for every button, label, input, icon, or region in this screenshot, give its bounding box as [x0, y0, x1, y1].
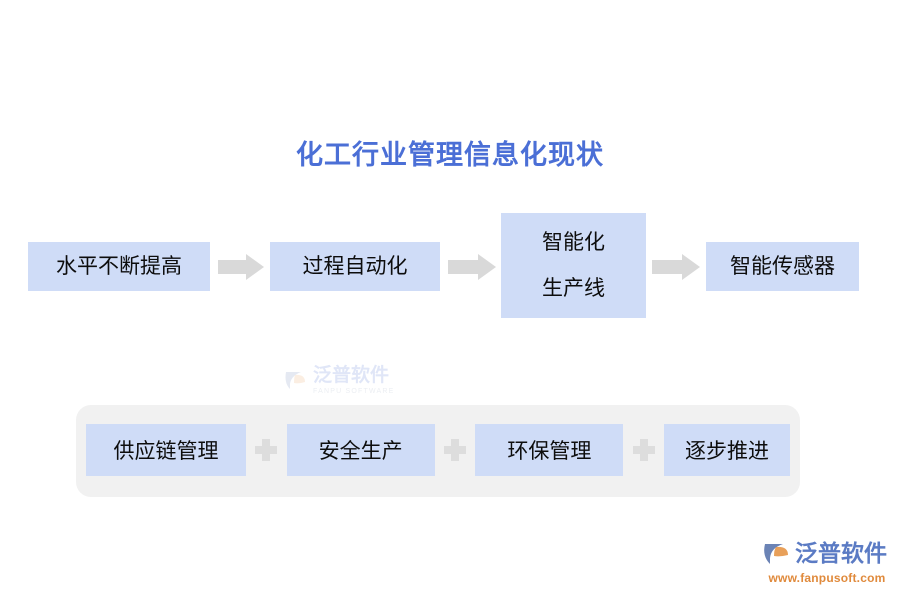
plus-separator-icon-3 — [623, 424, 664, 476]
tag-label-1: 安全生产 — [318, 440, 403, 463]
flow-step-4[interactable]: 智能传感器 — [706, 242, 859, 291]
tag-safety-production[interactable]: 安全生产 — [286, 424, 435, 476]
bottom-tag-row: 供应链管理 安全生产 环保管理 逐步推进 — [86, 424, 791, 476]
plus-separator-icon-1 — [246, 424, 287, 476]
flow-arrow-right-icon-3 — [652, 254, 700, 280]
flow-step-3[interactable]: 智能化 生产线 — [501, 213, 646, 318]
arrow-head — [246, 254, 264, 280]
tag-environmental-management[interactable]: 环保管理 — [475, 424, 624, 476]
arrow-shaft — [448, 260, 480, 274]
flow-step-3-label-line2: 生产线 — [542, 276, 605, 300]
plus-bar-vertical — [639, 439, 648, 461]
watermark: 泛普软件 FANPU SOFTWARE — [283, 362, 401, 398]
watermark-name-en: FANPU SOFTWARE — [313, 387, 395, 395]
flow-arrow-right-icon-2 — [448, 254, 496, 280]
tag-label-0: 供应链管理 — [113, 440, 219, 463]
arrow-shaft — [218, 260, 248, 274]
flow-step-1[interactable]: 水平不断提高 — [28, 242, 210, 291]
tag-label-3: 逐步推进 — [685, 440, 770, 463]
arrow-head — [478, 254, 496, 280]
flow-step-3-label-line1: 智能化 — [542, 231, 605, 255]
flow-arrow-right-icon-1 — [218, 254, 264, 280]
brand-logo: 泛普软件 www.fanpusoft.com — [762, 538, 892, 585]
brand-url: www.fanpusoft.com — [768, 571, 886, 585]
brand-name-cn: 泛普软件 — [795, 539, 887, 566]
arrow-shaft — [652, 260, 684, 274]
tag-label-2: 环保管理 — [507, 440, 592, 463]
tag-supply-chain[interactable]: 供应链管理 — [86, 424, 246, 476]
flow-step-1-label: 水平不断提高 — [56, 254, 182, 278]
tag-step-by-step[interactable]: 逐步推进 — [664, 424, 791, 476]
page-title: 化工行业管理信息化现状 — [296, 140, 604, 170]
flow-step-2-label: 过程自动化 — [302, 254, 408, 278]
watermark-name-cn: 泛普软件 — [313, 364, 390, 386]
fanpu-logo-mark-icon — [764, 544, 788, 564]
flow-step-4-label: 智能传感器 — [730, 254, 835, 278]
plus-bar-vertical — [262, 439, 271, 461]
plus-separator-icon-2 — [435, 424, 476, 476]
fanpu-logo-mark-icon — [285, 372, 305, 389]
arrow-head — [682, 254, 700, 280]
flow-step-2[interactable]: 过程自动化 — [270, 242, 440, 291]
plus-bar-vertical — [451, 439, 459, 461]
